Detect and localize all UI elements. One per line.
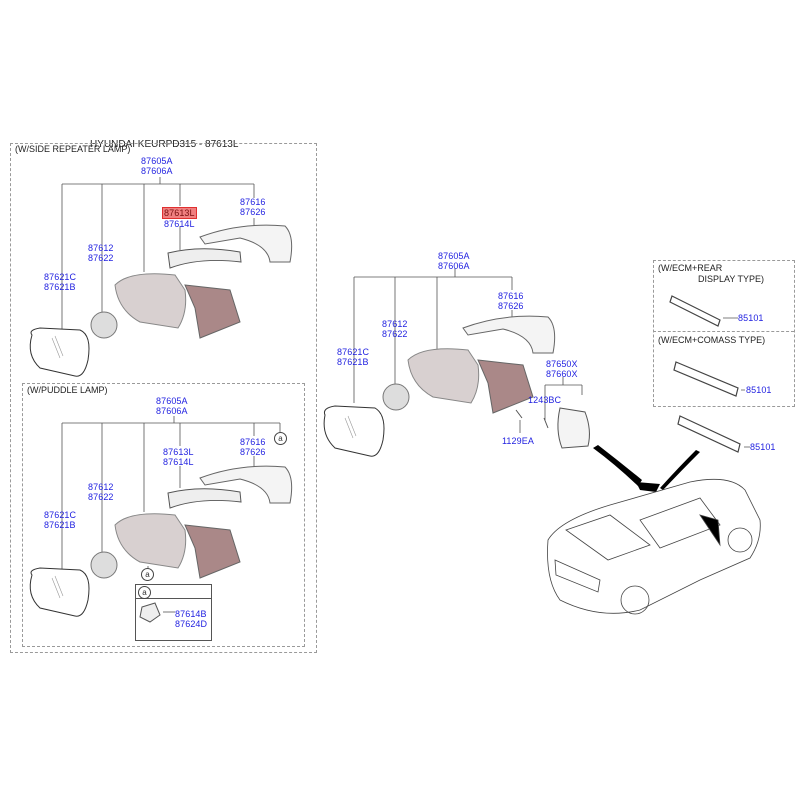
- part-number[interactable]: 87660X: [546, 369, 578, 379]
- part-number[interactable]: 87616: [498, 291, 524, 301]
- part-number[interactable]: 87612: [382, 319, 408, 329]
- triangle-cover-shape: [557, 407, 590, 449]
- caption-ecm-rear-display: (W/ECM+REAR: [658, 263, 722, 274]
- part-label-mirror-compass[interactable]: 85101: [746, 385, 772, 395]
- leader-tree-center: [353, 268, 513, 403]
- diagram-title: HYUNDAI KEURPD315 - 87613L: [90, 139, 239, 150]
- part-number[interactable]: 87621C: [44, 510, 77, 520]
- part-number[interactable]: 87616: [240, 197, 266, 207]
- part-number[interactable]: 87614B: [175, 609, 207, 619]
- detail-divider: [135, 598, 211, 599]
- part-label-glass[interactable]: 87621C 87621B: [44, 272, 76, 292]
- interior-mirror-rear-display: [669, 295, 721, 327]
- pointer-arrow-outside: [593, 445, 642, 486]
- part-label-actuator[interactable]: 87612 87622: [88, 243, 114, 263]
- housing-shape: [114, 273, 187, 329]
- part-label-mirror-rear-display[interactable]: 85101: [738, 313, 764, 323]
- part-number[interactable]: 87612: [88, 482, 114, 492]
- highlighted-part-number[interactable]: 87613L: [162, 207, 197, 219]
- part-number[interactable]: 87621B: [337, 357, 369, 367]
- part-number[interactable]: 87614L: [164, 219, 195, 229]
- vehicle-outline: [547, 478, 761, 615]
- caption-puddle-lamp: (W/PUDDLE LAMP): [27, 385, 108, 395]
- part-number[interactable]: 87612: [88, 243, 114, 253]
- part-number[interactable]: 87621C: [44, 272, 77, 282]
- leader-tree-puddle: [61, 416, 281, 570]
- part-label-cover[interactable]: 87616 87626: [498, 291, 524, 311]
- part-number[interactable]: 87621B: [44, 282, 76, 292]
- caption-ecm-rear-display-2: DISPLAY TYPE): [698, 274, 765, 284]
- part-label-glass[interactable]: 87621C 87621B: [44, 510, 76, 530]
- part-label-screw-1129EA[interactable]: 1129EA: [502, 436, 534, 446]
- puddle-section-frame: [22, 383, 305, 647]
- part-label-screw-1243BC[interactable]: 1243BC: [528, 395, 562, 405]
- part-label-assembly[interactable]: 87605A 87606A: [156, 396, 188, 416]
- ref-marker-a: a: [141, 568, 154, 581]
- part-number[interactable]: 87626: [240, 447, 266, 457]
- left-panel-frame: [10, 143, 317, 653]
- part-number[interactable]: 87606A: [438, 261, 470, 271]
- interior-mirror-standard: [677, 415, 741, 453]
- part-number[interactable]: 87621C: [337, 347, 370, 357]
- caption-ecm-compass: (W/ECM+COMASS TYPE): [658, 335, 766, 345]
- ref-marker-a: a: [274, 432, 287, 445]
- part-number[interactable]: 87650X: [546, 359, 578, 369]
- part-number[interactable]: 87622: [382, 329, 408, 339]
- part-number[interactable]: 87614L: [163, 457, 194, 467]
- leader-85101: [723, 317, 750, 448]
- part-label-assembly[interactable]: 87605A 87606A: [141, 156, 173, 176]
- part-number[interactable]: 87605A: [141, 156, 173, 166]
- part-number[interactable]: 87606A: [156, 406, 188, 416]
- part-label-repeater-lamp[interactable]: 87613L 87614L: [163, 447, 194, 467]
- part-label-mirror-standard[interactable]: 85101: [750, 442, 776, 452]
- part-number[interactable]: 87624D: [175, 619, 208, 629]
- part-number[interactable]: 87605A: [438, 251, 470, 261]
- part-number[interactable]: 87613L: [163, 447, 194, 457]
- part-label-cover[interactable]: 87616 87626: [240, 437, 266, 457]
- part-number[interactable]: 87622: [88, 492, 114, 502]
- mirror-glass-shape: [29, 327, 90, 377]
- repeater-strip-shape: [167, 248, 242, 269]
- part-label-glass[interactable]: 87621C 87621B: [337, 347, 369, 367]
- ref-marker-a: a: [138, 586, 151, 599]
- caption-side-repeater: (W/SIDE REPEATER LAMP): [15, 144, 131, 154]
- part-number[interactable]: 87626: [240, 207, 266, 217]
- caption-line: (W/ECM+REAR: [658, 263, 723, 273]
- part-label-assembly[interactable]: 87605A 87606A: [438, 251, 470, 271]
- pointer-arrow-inside: [660, 450, 700, 490]
- ecm-divider: [653, 331, 794, 332]
- part-number[interactable]: 87606A: [141, 166, 173, 176]
- interior-mirror-compass: [673, 361, 739, 397]
- part-number[interactable]: 87605A: [156, 396, 188, 406]
- ecm-panel-frame: [653, 260, 795, 407]
- leader-triangle: [544, 377, 583, 420]
- puddle-detail-box: [135, 584, 212, 641]
- part-label-actuator[interactable]: 87612 87622: [382, 319, 408, 339]
- part-number[interactable]: 87621B: [44, 520, 76, 530]
- cover-shape: [199, 224, 293, 263]
- part-number[interactable]: 87626: [498, 301, 524, 311]
- part-label-triangle-cover[interactable]: 87650X 87660X: [546, 359, 578, 379]
- leader-tree-repeater: [61, 177, 255, 330]
- part-number[interactable]: 87622: [88, 253, 114, 263]
- part-label-cover[interactable]: 87616 87626: [240, 197, 266, 217]
- part-number[interactable]: 87616: [240, 437, 266, 447]
- part-label-actuator[interactable]: 87612 87622: [88, 482, 114, 502]
- actuator-shape: [90, 311, 118, 339]
- part-label-repeater-lamp[interactable]: 87613L 87614L: [162, 207, 197, 229]
- part-label-puddle-lamp[interactable]: 87614B 87624D: [175, 609, 207, 629]
